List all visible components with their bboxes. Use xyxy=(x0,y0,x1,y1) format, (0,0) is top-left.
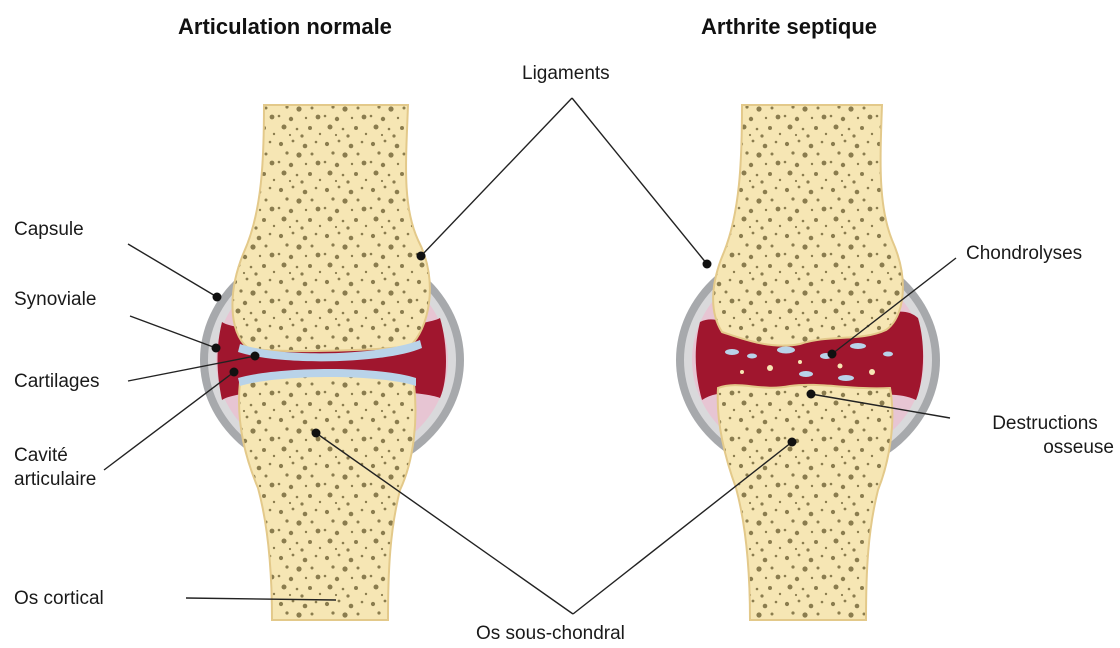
label-os-cortical: Os cortical xyxy=(14,587,104,611)
cavity-dot xyxy=(230,368,239,377)
septic-upper-bone xyxy=(713,105,903,346)
label-synoviale: Synoviale xyxy=(14,288,96,312)
normal-joint xyxy=(200,105,464,620)
label-destructions-osseuse: Destructions osseuse xyxy=(976,412,1114,460)
label-chondrolyses: Chondrolyses xyxy=(966,242,1082,266)
synoviale-dot xyxy=(212,344,221,353)
destructions-dot xyxy=(807,390,816,399)
label-cavite-line1: Cavité xyxy=(14,444,96,468)
septic-lower-bone xyxy=(718,385,893,620)
subchondral-dot-left xyxy=(312,429,321,438)
ligament-dot-left xyxy=(417,252,426,261)
capsule-dot xyxy=(213,293,222,302)
label-destructions-line1: Destructions xyxy=(976,412,1114,436)
label-capsule: Capsule xyxy=(14,218,84,242)
cartilage-dot xyxy=(251,352,260,361)
title-septic-arthritis: Arthrite septique xyxy=(701,14,877,40)
normal-lower-bone xyxy=(239,375,415,620)
label-cavite-articulaire: Cavité articulaire xyxy=(14,444,96,492)
subchondral-dot-right xyxy=(788,438,797,447)
label-ligaments: Ligaments xyxy=(522,62,610,86)
label-destructions-line2: osseuse xyxy=(976,436,1114,460)
label-cavite-line2: articulaire xyxy=(14,468,96,492)
label-os-sous-chondral: Os sous-chondral xyxy=(476,622,625,646)
label-cartilages: Cartilages xyxy=(14,370,100,394)
chondrolyses-dot xyxy=(828,350,837,359)
normal-upper-bone xyxy=(232,105,429,351)
title-normal-joint: Articulation normale xyxy=(178,14,392,40)
ligament-dot-right xyxy=(703,260,712,269)
septic-joint xyxy=(676,105,940,620)
